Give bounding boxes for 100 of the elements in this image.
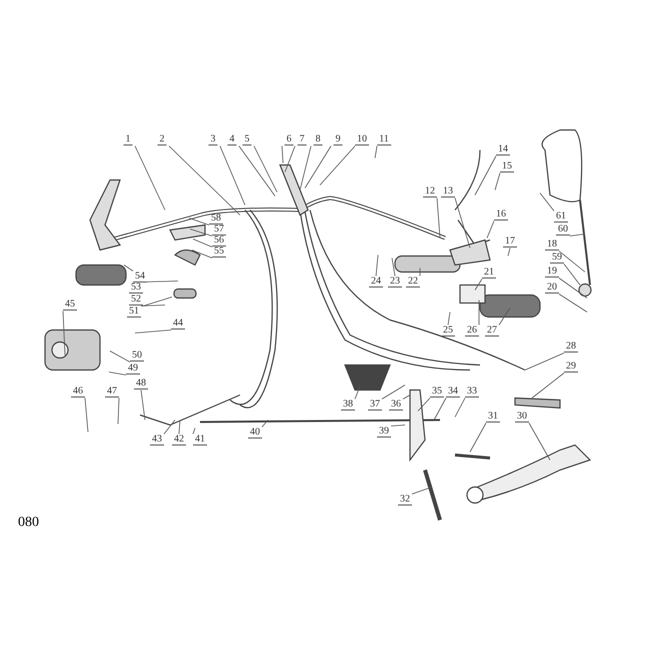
leader-line [558,278,588,298]
callout-number: 52 [129,294,143,306]
callout-number: 5 [242,134,252,146]
leader-line [124,264,134,272]
callout-number: 7 [298,134,306,146]
leader-line [284,146,296,172]
leader-line [470,422,486,452]
callout-number: 16 [494,210,508,220]
callout-number: 4 [228,134,236,146]
leader-line [142,296,172,306]
callout-number: 19 [545,266,559,278]
leader-line [392,258,396,276]
leader-line [418,398,430,412]
callout-number: 41 [193,434,207,446]
callout-number: 35 [430,386,444,398]
callout-number: 32 [398,494,412,506]
callout-number: 33 [465,386,479,398]
callout-number: 10 [355,134,369,146]
leader-line [402,394,410,400]
leader-line [108,372,126,376]
leader-line [168,146,240,216]
callout-number: 11 [377,134,391,146]
leader-line [134,330,172,334]
leader-line [140,304,166,306]
leader-line [118,398,120,424]
leader-line [84,398,88,432]
callout-number: 22 [406,276,420,288]
callout-number: 2 [158,134,166,146]
callout-number: 38 [341,400,355,410]
callout-number: 58 [209,214,223,224]
leader-line [192,238,212,248]
leader-line [434,398,446,420]
leader-line [528,422,550,460]
callout-number: 20 [545,282,559,294]
callout-number: 17 [503,236,517,248]
callout-number: 43 [150,434,164,446]
leader-line [282,146,284,164]
callout-number: 60 [556,224,570,236]
leader-line [376,254,378,276]
leader-line [486,220,494,238]
callout-number: 48 [134,378,148,390]
leader-line [110,350,130,362]
leader-line [524,352,564,370]
callout-number: 36 [389,400,403,410]
callout-number: 31 [486,412,500,422]
callout-number: 47 [105,386,119,398]
leader-line [164,420,176,434]
leader-line [254,146,278,192]
callout-number: 42 [172,434,186,446]
callout-number: 50 [130,350,144,362]
leader-line [448,312,450,326]
callout-number: 53 [129,282,143,294]
callout-number: 61 [554,212,568,222]
callout-number: 14 [496,144,510,156]
callout-number: 12 [423,186,437,198]
callout-number: 21 [482,268,496,278]
leader-line [564,264,580,286]
leader-line [570,234,586,236]
leader-line [192,250,212,258]
leader-line [390,424,406,426]
callout-number: 44 [171,318,185,330]
leader-line [540,192,554,212]
leader-line [300,146,312,190]
callout-number: 45 [63,300,77,310]
callout-number: 39 [377,426,391,438]
leader-line [436,198,440,238]
callout-number: 57 [212,224,226,236]
leader-line [412,486,432,494]
callout-number: 49 [126,364,140,374]
callout-number: 1 [124,134,132,146]
leader-line [140,390,146,420]
leader-line [192,428,196,434]
callout-number: 54 [133,272,147,282]
callout-number: 30 [515,412,529,422]
leader-line [474,156,496,196]
callout-number: 8 [314,134,322,146]
callout-number: 59 [550,252,564,264]
callout-number: 13 [441,186,455,198]
leader-line [478,300,480,326]
leader-line [178,420,180,434]
callout-number: 6 [284,134,294,146]
leader-line [474,278,482,290]
leader-line [188,218,210,226]
callout-number: 40 [248,428,262,438]
callout-number: 23 [388,276,402,288]
callout-number: 25 [441,326,455,336]
leader-line [382,384,406,400]
callout-number: 26 [465,326,479,336]
callout-number: 24 [369,276,383,288]
leader-line [238,146,276,196]
callout-number: 28 [564,342,578,352]
callout-number: 34 [446,386,460,398]
callout-number: 3 [208,134,218,146]
leader-line [558,294,588,312]
leader-line [454,398,466,418]
page-number: 080 [18,514,39,532]
leader-line [374,146,378,158]
callout-number: 37 [368,400,382,410]
callout-number: 55 [212,246,226,258]
leader-line [190,228,212,236]
